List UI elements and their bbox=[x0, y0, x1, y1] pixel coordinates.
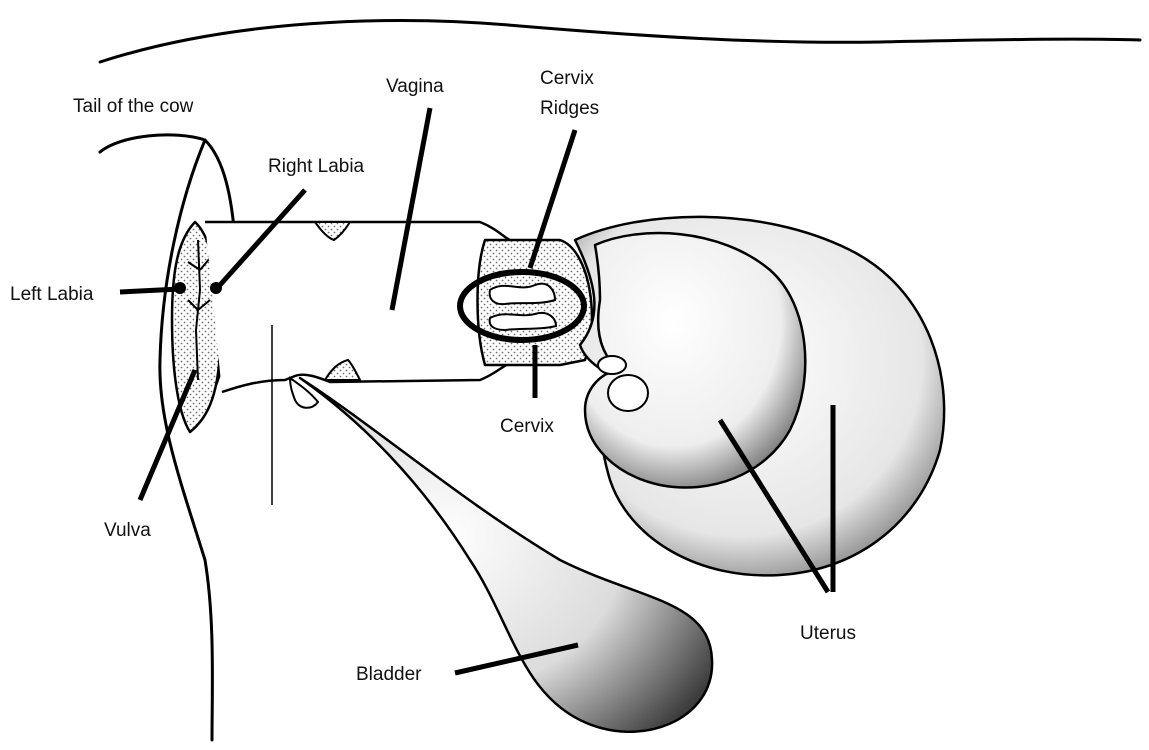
left-labia-leader bbox=[120, 289, 180, 292]
label-tail: Tail of the cow bbox=[73, 96, 194, 117]
cow-back-outline bbox=[100, 21, 1140, 62]
cervix-ridge-2 bbox=[490, 313, 556, 330]
label-right-labia: Right Labia bbox=[268, 156, 365, 177]
label-uterus: Uterus bbox=[800, 623, 856, 644]
label-vagina: Vagina bbox=[386, 76, 444, 97]
label-cervix: Cervix bbox=[500, 416, 554, 437]
label-left-labia: Left Labia bbox=[10, 284, 94, 305]
label-cervix-ridges-1: Cervix bbox=[540, 68, 594, 89]
ovary bbox=[608, 375, 648, 411]
oviduct-loop bbox=[598, 356, 626, 374]
left-labia-dot bbox=[174, 282, 186, 294]
label-vulva: Vulva bbox=[104, 520, 151, 541]
label-cervix-ridges-2: Ridges bbox=[540, 98, 599, 119]
vulva-leader bbox=[140, 370, 195, 500]
urethra bbox=[290, 378, 318, 408]
right-labia-dot bbox=[210, 282, 222, 294]
label-bladder: Bladder bbox=[356, 664, 422, 685]
cervix-ridge-1 bbox=[490, 284, 555, 304]
